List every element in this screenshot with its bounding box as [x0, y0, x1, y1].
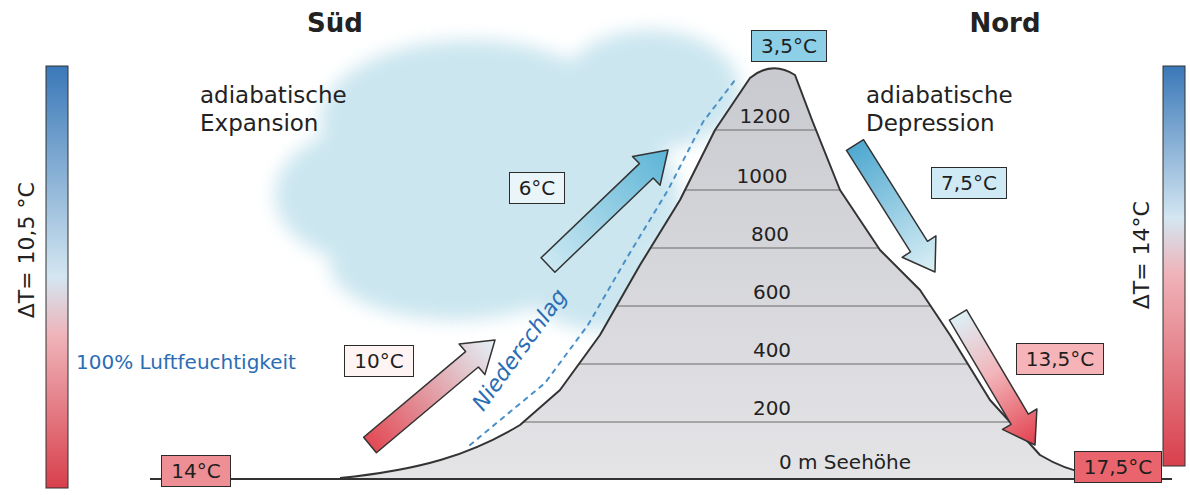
altitude-label: 800	[751, 222, 789, 246]
flow-arrow	[949, 310, 1037, 445]
altitude-label: 400	[753, 338, 791, 362]
temperature-value: 3,5°C	[761, 34, 817, 58]
altitude-label: 600	[753, 280, 791, 304]
temperature-bar	[1163, 66, 1185, 466]
direction-heading: Nord	[969, 8, 1040, 39]
temperature-box: 7,5°C	[931, 167, 1007, 199]
altitude-line	[300, 305, 1100, 306]
temperature-value: 6°C	[519, 176, 556, 200]
temperature-box: 3,5°C	[751, 30, 827, 62]
temperature-value: 7,5°C	[941, 171, 997, 195]
temperature-bar	[46, 66, 68, 488]
temperature-value: 13,5°C	[1026, 347, 1095, 371]
altitude-label: 200	[753, 396, 791, 420]
flow-arrow	[541, 150, 668, 272]
altitude-line	[300, 421, 1100, 422]
temperature-box: 17,5°C	[1074, 451, 1163, 483]
temperature-value: 14°C	[171, 459, 220, 483]
flow-arrow	[847, 140, 936, 272]
altitude-lines	[300, 130, 1100, 422]
temperature-box: 13,5°C	[1016, 343, 1105, 375]
process-label: adiabatische Expansion	[200, 82, 415, 137]
humidity-label: 100% Luftfeuchtigkeit	[76, 350, 296, 374]
process-label: adiabatische Depression	[866, 82, 1086, 137]
direction-heading: Süd	[307, 8, 363, 39]
delta-t-label: ΔT= 14°C	[1129, 201, 1155, 309]
ground-line	[150, 478, 1172, 480]
delta-t-label: ΔT= 10,5 °C	[14, 182, 40, 318]
mountain	[340, 68, 1090, 478]
precipitation-label: Niederschlag	[467, 284, 573, 416]
mountain-outline	[340, 68, 1090, 478]
temperature-box: 6°C	[509, 172, 566, 204]
altitude-label: 1200	[740, 104, 791, 128]
altitude-label: 0 m Seehöhe	[779, 450, 911, 474]
altitude-line	[300, 247, 1100, 248]
temperature-value: 10°C	[354, 349, 403, 373]
altitude-label: 1000	[737, 164, 788, 188]
temperature-value: 17,5°C	[1084, 455, 1153, 479]
temperature-box: 14°C	[161, 455, 230, 487]
precipitation	[470, 80, 735, 445]
temperature-box: 10°C	[344, 345, 413, 377]
